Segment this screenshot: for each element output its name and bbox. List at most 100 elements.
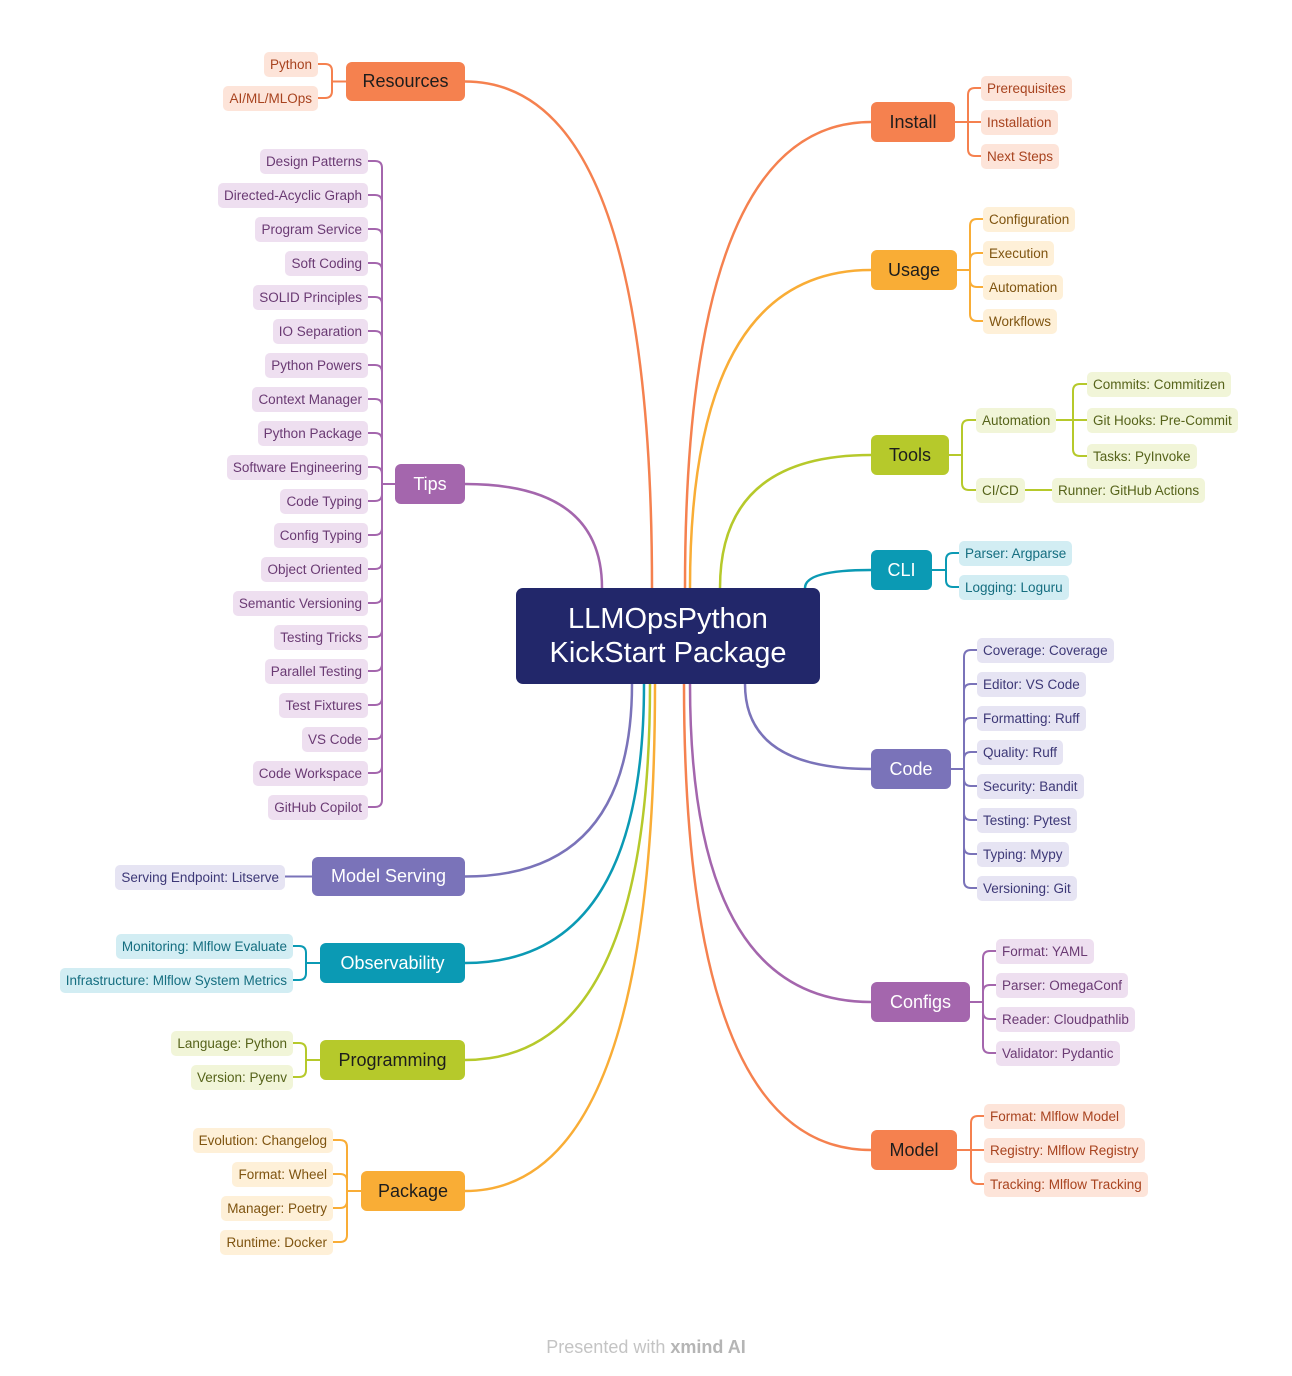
connector (463, 682, 646, 965)
topic-tools[interactable]: Automation (976, 407, 1057, 433)
central-topic-line-2: KickStart Package (549, 637, 787, 669)
topic-configs[interactable]: Parser: OmegaConf (996, 972, 1129, 998)
branch-code[interactable]: Code (871, 749, 951, 789)
topic-code[interactable]: Coverage: Coverage (977, 637, 1114, 663)
connector (1055, 383, 1088, 457)
connector (463, 482, 604, 590)
topic-code[interactable]: Formatting: Ruff (977, 705, 1086, 731)
topic-tips[interactable]: Directed-Acyclic Graph (217, 182, 368, 208)
topic-usage[interactable]: Configuration (983, 206, 1076, 232)
topic-cli[interactable]: Logging: Loguru (959, 574, 1069, 600)
branch-tools[interactable]: Tools (871, 435, 949, 475)
branch-programming[interactable]: Programming (320, 1040, 465, 1080)
topic-tips[interactable]: Code Workspace (252, 760, 368, 786)
connector (954, 87, 982, 157)
topic-package[interactable]: Manager: Poetry (221, 1195, 333, 1221)
topic-observability[interactable]: Monitoring: Mlflow Evaluate (115, 933, 293, 959)
topic-tips[interactable]: Parallel Testing (264, 658, 368, 684)
topic-tips[interactable]: Soft Coding (285, 250, 368, 276)
topic-code[interactable]: Quality: Ruff (977, 739, 1064, 765)
topic-tips[interactable]: Testing Tricks (274, 624, 368, 650)
topic-tips[interactable]: SOLID Principles (253, 284, 368, 310)
topic-configs[interactable]: Format: YAML (996, 938, 1094, 964)
connector (463, 80, 654, 590)
branch-usage[interactable]: Usage (871, 250, 957, 290)
subtopic-tools[interactable]: Runner: GitHub Actions (1052, 477, 1206, 503)
connector (803, 568, 873, 590)
branch-package[interactable]: Package (361, 1171, 465, 1211)
branch-tips[interactable]: Tips (395, 464, 465, 504)
connector (931, 552, 960, 588)
topic-package[interactable]: Evolution: Changelog (192, 1127, 333, 1153)
topic-code[interactable]: Security: Bandit (977, 773, 1084, 799)
topic-tips[interactable]: Code Typing (280, 488, 368, 514)
connector (332, 1139, 362, 1243)
topic-resources[interactable]: Python (263, 51, 318, 77)
branch-model-serving[interactable]: Model Serving (312, 857, 465, 896)
topic-usage[interactable]: Automation (983, 274, 1064, 300)
branch-observability[interactable]: Observability (320, 943, 465, 983)
topic-install[interactable]: Installation (981, 109, 1058, 135)
connector (317, 63, 347, 99)
topic-code[interactable]: Editor: VS Code (977, 671, 1086, 697)
topic-tips[interactable]: VS Code (301, 726, 368, 752)
topic-configs[interactable]: Reader: Cloudpathlib (996, 1006, 1135, 1032)
branch-install[interactable]: Install (871, 102, 955, 142)
topic-programming[interactable]: Version: Pyenv (190, 1064, 293, 1090)
topic-tips[interactable]: Python Package (257, 420, 368, 446)
topic-install[interactable]: Prerequisites (981, 75, 1072, 101)
topic-package[interactable]: Runtime: Docker (220, 1229, 333, 1255)
topic-tips[interactable]: Object Oriented (261, 556, 368, 582)
topic-model[interactable]: Tracking: Mlflow Tracking (984, 1171, 1148, 1197)
topic-code[interactable]: Typing: Mypy (977, 841, 1069, 867)
footer-brand: xmind AI (670, 1337, 746, 1357)
topic-tips[interactable]: Program Service (255, 216, 368, 242)
connector (743, 682, 873, 771)
footer-prefix: Presented with (546, 1337, 666, 1357)
topic-model-serving[interactable]: Serving Endpoint: Litserve (115, 864, 285, 890)
topic-resources[interactable]: AI/ML/MLOps (223, 85, 318, 111)
topic-code[interactable]: Versioning: Git (977, 875, 1077, 901)
topic-tips[interactable]: GitHub Copilot (268, 794, 368, 820)
topic-install[interactable]: Next Steps (981, 143, 1060, 169)
connector (688, 268, 873, 590)
connector (948, 419, 977, 491)
subtopic-tools[interactable]: Git Hooks: Pre-Commit (1087, 407, 1238, 433)
topic-usage[interactable]: Workflows (983, 308, 1058, 334)
connector (292, 1042, 321, 1078)
topic-observability[interactable]: Infrastructure: Mlflow System Metrics (59, 967, 293, 993)
branch-cli[interactable]: CLI (871, 550, 932, 590)
branch-configs[interactable]: Configs (871, 982, 970, 1022)
subtopic-tools[interactable]: Tasks: PyInvoke (1087, 443, 1197, 469)
central-topic[interactable]: LLMOpsPython KickStart Package (516, 588, 820, 684)
topic-tips[interactable]: Software Engineering (226, 454, 368, 480)
topic-programming[interactable]: Language: Python (171, 1030, 293, 1056)
topic-usage[interactable]: Execution (983, 240, 1055, 266)
topic-tips[interactable]: Config Typing (273, 522, 368, 548)
topic-tools[interactable]: CI/CD (976, 477, 1025, 503)
topic-configs[interactable]: Validator: Pydantic (996, 1040, 1120, 1066)
topic-cli[interactable]: Parser: Argparse (959, 540, 1073, 566)
connector (682, 682, 873, 1152)
footer-credit: Presented with xmind AI (0, 1337, 1292, 1358)
topic-tips[interactable]: Python Powers (265, 352, 368, 378)
branch-resources[interactable]: Resources (346, 62, 465, 101)
topic-tips[interactable]: Semantic Versioning (232, 590, 368, 616)
connector (956, 1115, 985, 1185)
connector (463, 682, 634, 878)
connector (950, 649, 978, 889)
connector (463, 682, 652, 1062)
connector (969, 950, 997, 1054)
topic-tips[interactable]: IO Separation (272, 318, 368, 344)
branch-model[interactable]: Model (871, 1130, 957, 1170)
subtopic-tools[interactable]: Commits: Commitizen (1087, 371, 1232, 397)
topic-tips[interactable]: Context Manager (252, 386, 368, 412)
topic-model[interactable]: Format: Mlflow Model (984, 1103, 1126, 1129)
topic-tips[interactable]: Test Fixtures (279, 692, 368, 718)
topic-package[interactable]: Format: Wheel (232, 1161, 333, 1187)
topic-code[interactable]: Testing: Pytest (977, 807, 1077, 833)
topic-model[interactable]: Registry: Mlflow Registry (984, 1137, 1145, 1163)
connector (463, 682, 657, 1193)
topic-tips[interactable]: Design Patterns (259, 148, 368, 174)
